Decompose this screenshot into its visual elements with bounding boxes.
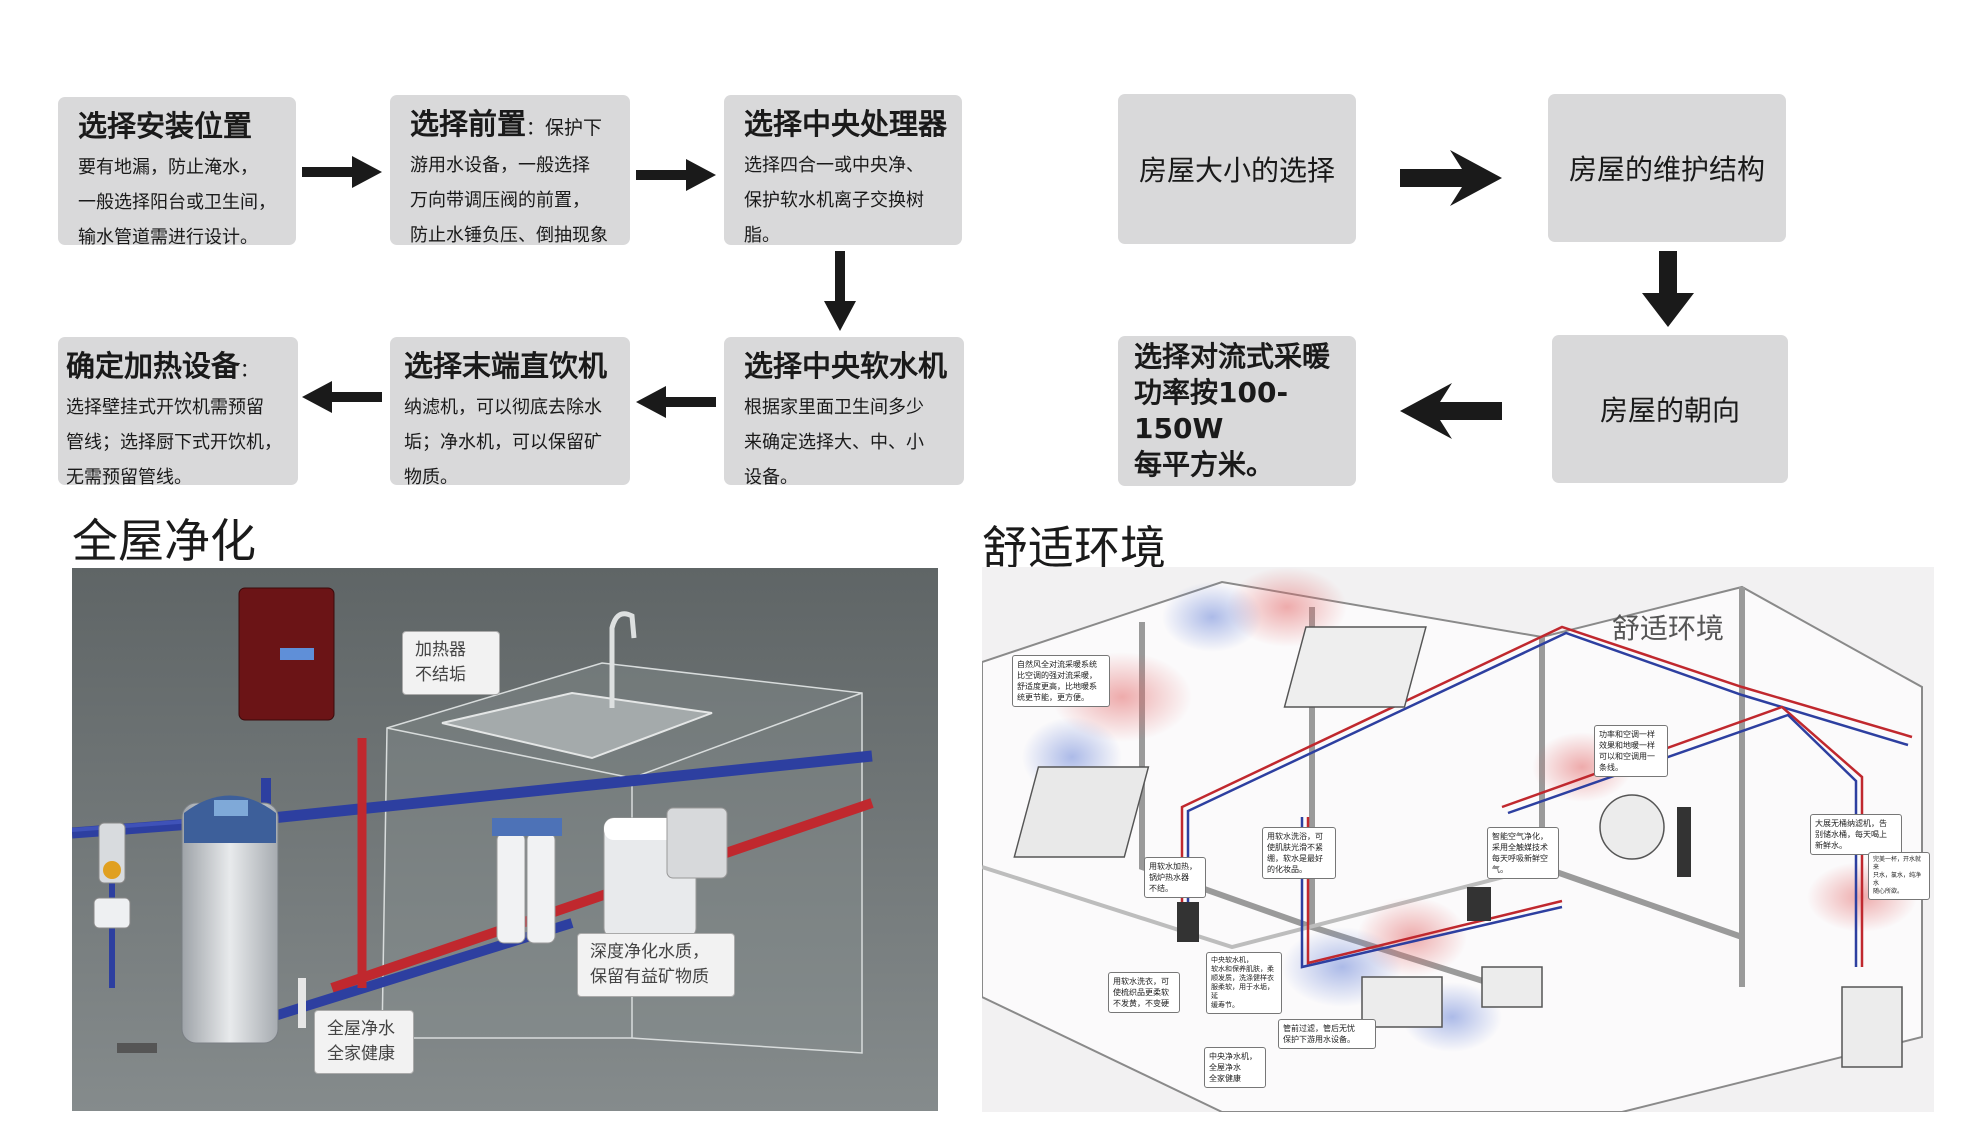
step-convection-heating: 选择对流式采暖 功率按100-150W 每平方米。: [1118, 336, 1356, 486]
note-soft-heating: 用软水加热， 锅炉热水器 不结。: [1144, 857, 1206, 898]
panel-label-comfort: 舒适环境: [1612, 612, 1725, 645]
step-title: 确定加热设备：: [66, 349, 260, 383]
purification-scene: [72, 568, 938, 1111]
step-title: 选择安装位置: [78, 109, 253, 143]
step-desc: 游用水设备，一般选择 万向带调压阀的前置， 防止水锤负压、倒抽现象: [410, 155, 608, 245]
note-air-purify: 智能空气净化， 采用全触媒技术 每天呼吸新鲜空 气。: [1487, 827, 1559, 879]
step-desc: 纳滤机，可以彻底去除水 垢；净水机，可以保留矿 物质。: [404, 397, 602, 485]
callout-heater: 加热器 不结垢: [402, 631, 500, 695]
step-drinking-machine: 选择末端直饮机 纳滤机，可以彻底去除水 垢；净水机，可以保留矿 物质。: [390, 337, 630, 485]
section-title-comfort: 舒适环境: [982, 521, 1166, 575]
step-desc: 选择四合一或中央净、 保护软水机离子交换树 脂。: [744, 155, 924, 245]
arrow-left-icon: [302, 381, 382, 413]
arrow-left-icon: [1400, 383, 1502, 439]
step-desc: 要有地漏，防止淹水， 一般选择阳台或卫生间， 输水管道需进行设计。: [78, 157, 276, 245]
step-prefilter: 选择前置：保护下 游用水设备，一般选择 万向带调压阀的前置， 防止水锤负压、倒抽…: [390, 95, 630, 245]
step-install-location: 选择安装位置 要有地漏，防止淹水， 一般选择阳台或卫生间， 输水管道需进行设计。: [58, 97, 296, 245]
note-central-purifier: 中央净水机， 全屋净水 全家健康: [1204, 1047, 1266, 1088]
step-house-orientation: 房屋的朝向: [1552, 335, 1788, 483]
step-title: 选择中央处理器: [744, 107, 948, 141]
comfort-illustration: 舒适环境 自然风全对流采暖系统 比空调的强对流采暖， 舒适度更高，比地暖系 统更…: [982, 567, 1934, 1112]
note-hot-water: 完美一杯，开水就来 只水，氯水，纯净水 随心所欲。: [1868, 852, 1930, 900]
step-desc: 根据家里面卫生间多少 来确定选择大、中、小 设备。: [744, 397, 924, 485]
step-house-structure: 房屋的维护结构: [1548, 94, 1786, 242]
floorplan-scene: [982, 567, 1923, 1112]
section-title-purification: 全屋净化: [72, 514, 256, 568]
step-title: 选择中央软水机: [744, 349, 948, 383]
note-softener: 中央软水机， 软水和保养肌肤，柔 顺发质，洗涤健样衣 服柔软，用于水垢，延 缓寿…: [1206, 952, 1282, 1014]
note-prefilter: 管前过滤，管后无忧 保护下游用水设备。: [1278, 1019, 1376, 1049]
note-soft-laundry: 用软水洗衣，可 使梳织品更柔软 不发黄，不变硬: [1108, 972, 1180, 1013]
note-soft-bath: 用软水洗浴，可 使肌肤光滑不紧 绷，软水是最好 的化妆品。: [1262, 827, 1336, 879]
arrow-right-icon: [302, 156, 382, 188]
purification-illustration: 加热器 不结垢 深度净化水质， 保留有益矿物质 全屋净水 全家健康: [72, 568, 938, 1111]
note-nanofilter: 大展无桶纳滤机，告 别储水桶，每天喝上 新鲜水。: [1810, 814, 1902, 855]
step-title: 选择前置：保护下: [410, 107, 603, 141]
step-central-softener: 选择中央软水机 根据家里面卫生间多少 来确定选择大、中、小 设备。: [724, 337, 964, 485]
arrow-left-icon: [636, 386, 716, 418]
note-power: 功率和空调一样 效果和地暖一样 可以和空调用一 条线。: [1594, 725, 1668, 777]
step-desc: 选择壁挂式开饮机需预留 管线；选择厨下式开饮机， 无需预留管线。: [66, 397, 282, 485]
step-house-size: 房屋大小的选择: [1118, 94, 1356, 244]
note-convection: 自然风全对流采暖系统 比空调的强对流采暖， 舒适度更高，比地暖系 统更节能，更方…: [1012, 655, 1110, 707]
step-title: 选择末端直饮机: [404, 349, 608, 383]
arrow-down-icon: [1642, 251, 1694, 327]
step-central-processor: 选择中央处理器 选择四合一或中央净、 保护软水机离子交换树 脂。: [724, 95, 962, 245]
arrow-down-icon: [824, 251, 856, 331]
callout-whole-house: 全屋净水 全家健康: [314, 1010, 414, 1074]
arrow-right-icon: [636, 159, 716, 191]
arrow-right-icon: [1400, 150, 1502, 206]
step-heating-device: 确定加热设备： 选择壁挂式开饮机需预留 管线；选择厨下式开饮机， 无需预留管线。: [58, 337, 298, 485]
callout-deep-purification: 深度净化水质， 保留有益矿物质: [577, 933, 735, 997]
